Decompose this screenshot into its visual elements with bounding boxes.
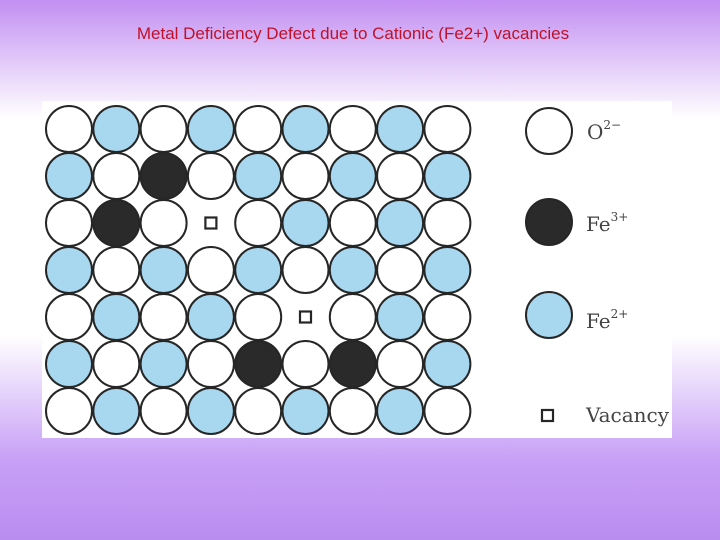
oxide-ion <box>281 152 330 200</box>
fe3-ion <box>139 152 188 200</box>
oxide-ion <box>186 246 235 294</box>
fe3-ion <box>234 340 283 388</box>
oxide-ion <box>234 199 283 247</box>
legend-fe3-label: Fe3+ <box>586 210 628 236</box>
fe2-ion <box>45 246 93 294</box>
fe2-ion <box>186 105 235 153</box>
oxide-ion <box>139 105 188 153</box>
fe2-ion <box>423 340 472 388</box>
fe2-ion-key-icon <box>525 291 573 339</box>
oxide-ion <box>45 199 93 247</box>
oxide-ion <box>45 293 93 341</box>
oxide-ion <box>92 246 141 294</box>
oxide-ion <box>45 105 93 153</box>
fe2-ion <box>328 152 377 200</box>
oxide-ion <box>423 293 472 341</box>
fe2-ion <box>423 246 472 294</box>
fe2-ion <box>92 293 141 341</box>
legend-item-fe2: Fe2+ <box>525 291 628 339</box>
legend-item-fe3: Fe3+ <box>525 198 628 246</box>
legend-oxide-label: O2− <box>587 118 621 144</box>
oxide-ion <box>328 293 377 341</box>
vacancy-site <box>298 310 313 324</box>
fe2-ion <box>186 293 235 341</box>
fe2-ion <box>45 152 93 200</box>
vacancy-key-icon <box>540 408 555 423</box>
fe2-ion <box>281 199 330 247</box>
vacancy-site <box>204 216 218 230</box>
fe2-ion <box>92 387 141 435</box>
oxide-ion <box>234 387 283 435</box>
fe2-ion <box>92 105 141 153</box>
fe2-ion <box>376 105 425 153</box>
legend-fe2-label: Fe2+ <box>586 307 628 333</box>
fe3-ion <box>328 340 377 388</box>
ion-lattice <box>45 105 472 435</box>
oxide-ion <box>186 340 235 388</box>
fe2-ion <box>186 387 235 435</box>
oxide-ion <box>376 246 425 294</box>
legend-item-vacancy: Vacancy <box>540 403 670 427</box>
fe2-ion <box>423 152 472 200</box>
oxide-ion <box>328 105 377 153</box>
legend-item-oxide: O2− <box>525 107 621 155</box>
oxide-ion <box>186 152 235 200</box>
fe2-ion <box>234 246 283 294</box>
oxide-ion <box>139 199 188 247</box>
oxide-ion <box>139 387 188 435</box>
fe3-ion-key-icon <box>525 198 573 246</box>
oxide-ion <box>423 105 472 153</box>
oxide-ion <box>234 293 283 341</box>
fe2-ion <box>45 340 93 388</box>
oxide-ion <box>376 152 425 200</box>
oxide-ion <box>234 105 283 153</box>
fe2-ion <box>281 387 330 435</box>
fe2-ion <box>139 340 188 388</box>
fe2-ion <box>328 246 377 294</box>
oxide-ion <box>423 199 472 247</box>
oxide-ion <box>423 387 472 435</box>
lattice-diagram: O2− Fe3+ Fe2+ Vacancy <box>45 105 670 435</box>
fe2-ion <box>376 199 425 247</box>
oxide-ion <box>92 340 141 388</box>
oxide-ion <box>45 387 93 435</box>
fe2-ion <box>139 246 188 294</box>
fe3-ion <box>92 199 141 247</box>
legend: O2− Fe3+ Fe2+ Vacancy <box>525 107 670 427</box>
fe2-ion <box>281 105 330 153</box>
oxide-ion <box>328 199 377 247</box>
fe2-ion <box>376 293 425 341</box>
oxide-ion <box>92 152 141 200</box>
oxide-ion-key-icon <box>525 107 573 155</box>
page-title: Metal Deficiency Defect due to Cationic … <box>136 24 570 43</box>
fe2-ion <box>234 152 283 200</box>
oxide-ion <box>281 340 330 388</box>
oxide-ion <box>139 293 188 341</box>
fe2-ion <box>376 387 425 435</box>
oxide-ion <box>376 340 425 388</box>
oxide-ion <box>281 246 330 294</box>
oxide-ion <box>328 387 377 435</box>
legend-vacancy-label: Vacancy <box>585 403 670 427</box>
lattice-diagram-panel: O2− Fe3+ Fe2+ Vacancy <box>42 101 672 438</box>
